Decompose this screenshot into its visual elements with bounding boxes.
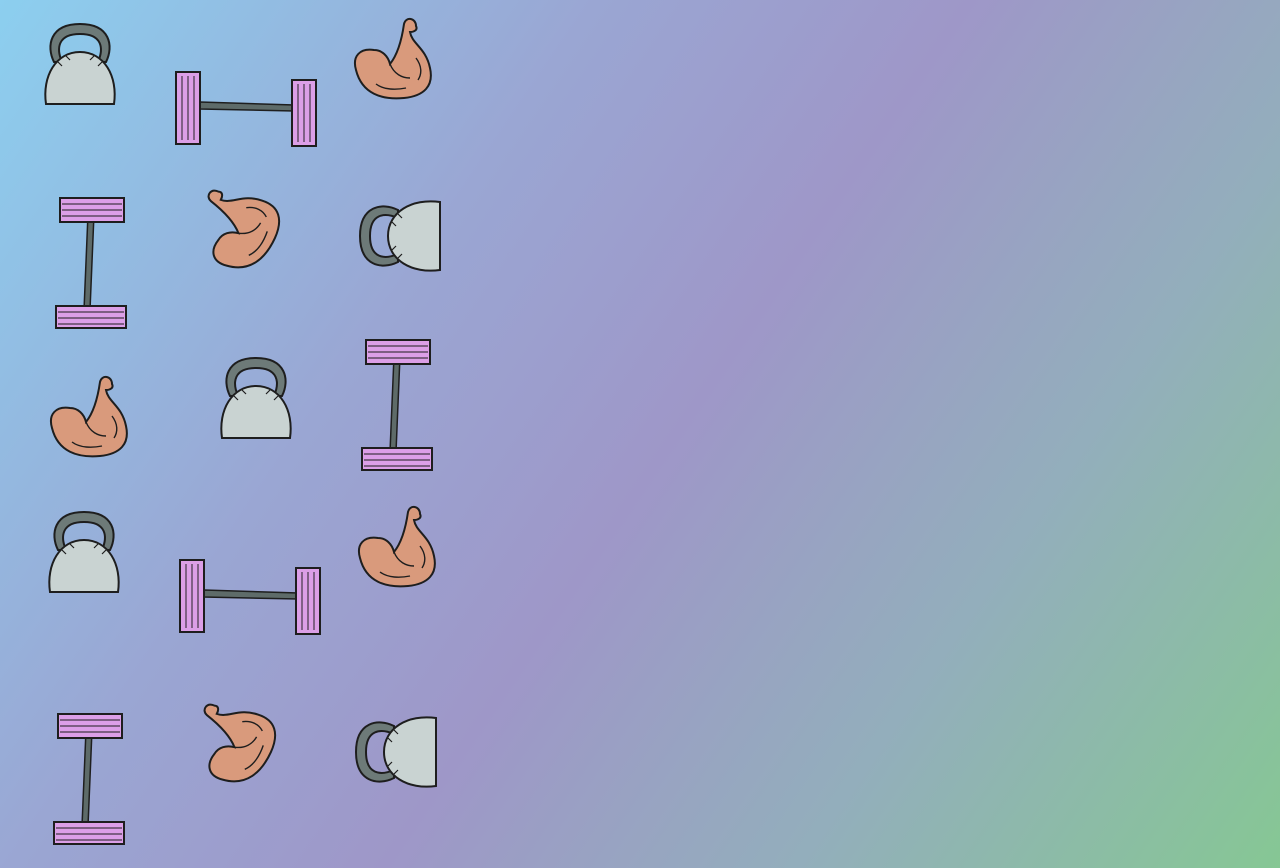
kettlebell-icon	[48, 511, 120, 593]
flexed-arm-icon	[357, 505, 436, 588]
barbell-vertical-icon	[55, 197, 127, 329]
barbell-horizontal-icon	[175, 71, 317, 147]
flexed-arm-icon	[49, 375, 128, 458]
kettlebell-icon	[220, 357, 292, 439]
flexed-arm-icon	[180, 174, 290, 282]
barbell-vertical-icon	[361, 339, 433, 471]
kettlebell-icon	[44, 23, 116, 105]
kettlebell-sideways-icon	[359, 200, 441, 272]
flexed-arm-icon	[176, 688, 286, 796]
barbell-horizontal-icon	[179, 559, 321, 635]
kettlebell-sideways-icon	[355, 716, 437, 788]
flexed-arm-icon	[353, 17, 432, 100]
barbell-vertical-icon	[53, 713, 125, 845]
